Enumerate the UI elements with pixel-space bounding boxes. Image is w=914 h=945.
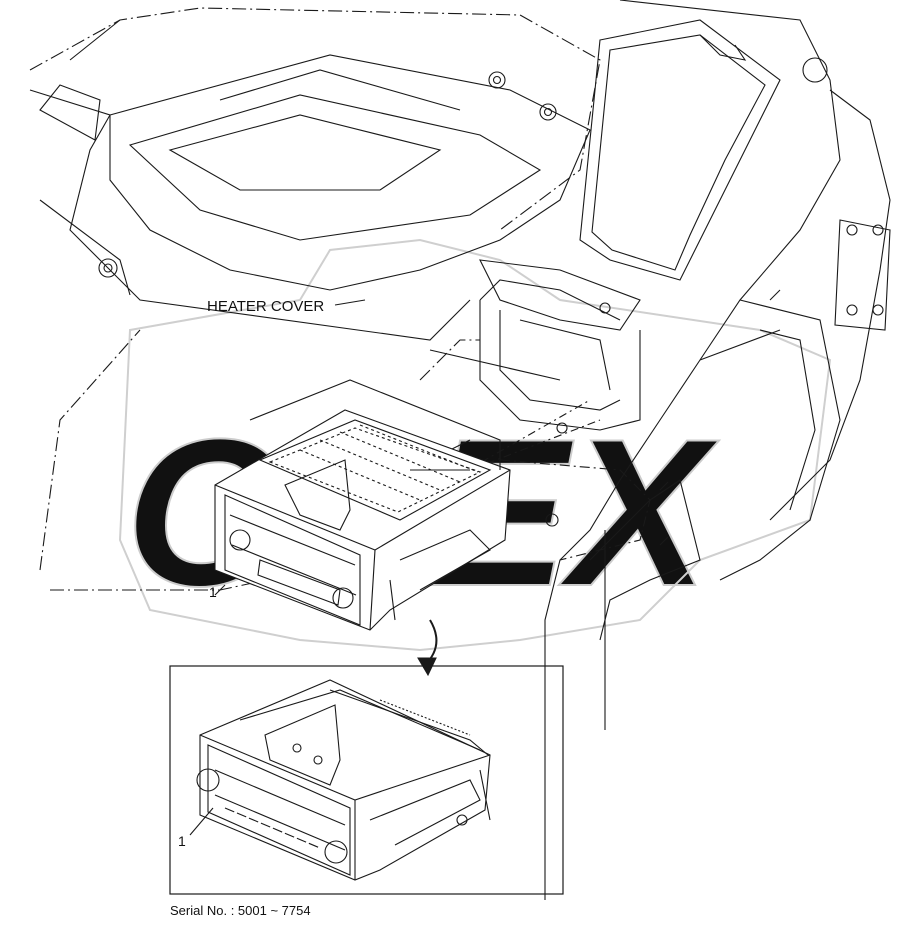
detail-frame — [169, 665, 564, 895]
callout-leader-main — [214, 584, 226, 596]
callout-number-inset: 1 — [178, 833, 186, 849]
heater-cover-leader — [334, 299, 366, 306]
heater-cover-label: HEATER COVER — [207, 298, 324, 315]
callout-leader-inset — [189, 807, 214, 836]
dashboard-assembly — [29, 0, 891, 900]
serial-number-note: Serial No. : 5001 ~ 7754 — [170, 903, 311, 918]
radio-unit-inset — [196, 679, 491, 881]
radio-unit-main — [214, 379, 511, 631]
callout-number-main: 1 — [209, 584, 217, 600]
